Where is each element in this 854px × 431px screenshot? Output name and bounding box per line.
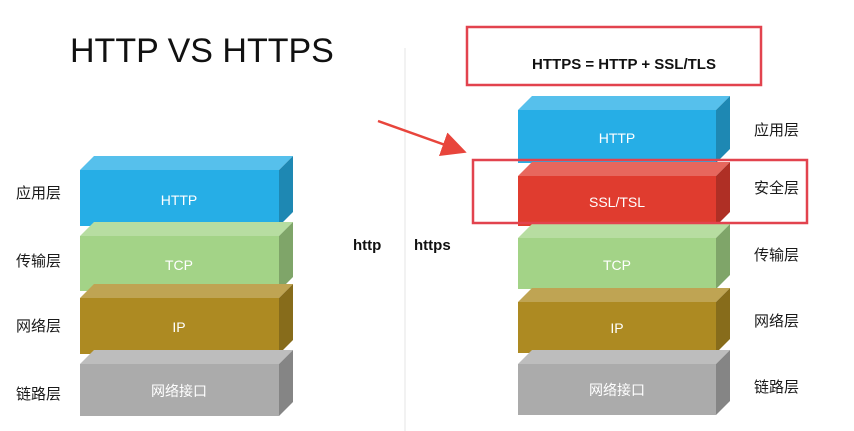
http-layer-tcp-top <box>80 222 293 236</box>
http-layer-ip-label: IP <box>172 319 185 335</box>
formula-highlight-box <box>465 25 763 87</box>
https-layer-ip-side <box>716 288 730 353</box>
https-layer-tcp-top <box>518 224 730 238</box>
http-layer-tcp-label: TCP <box>165 257 193 273</box>
http-layer-network-interface: 网络接口 <box>80 350 293 416</box>
security-layer-highlight-box <box>471 158 809 225</box>
https-side-label-transport: 传输层 <box>754 247 799 264</box>
http-layer-http-top <box>80 156 293 170</box>
https-layer-tcp-side <box>716 224 730 289</box>
https-layer-ip-front <box>518 302 716 353</box>
https-layer-http-label: HTTP <box>599 130 636 146</box>
http-stack: HTTP TCP IP 网络接口 <box>80 156 293 416</box>
http-layer-http-label: HTTP <box>161 192 198 208</box>
https-layer-ssl-top <box>518 162 730 176</box>
https-layer-ip: IP <box>518 288 730 353</box>
https-layer-network-interface-label: 网络接口 <box>589 382 645 398</box>
http-layer-ip-top <box>80 284 293 298</box>
http-layer-network-interface-side <box>279 350 293 416</box>
page-title: HTTP VS HTTPS <box>70 32 334 70</box>
http-layer-ip: IP <box>80 284 293 354</box>
http-layer-network-interface-label: 网络接口 <box>151 383 207 399</box>
https-layer-ip-label: IP <box>610 320 623 336</box>
http-side-label-network: 网络层 <box>16 318 61 335</box>
http-layer-ip-front <box>80 298 279 354</box>
https-side-label-application: 应用层 <box>754 121 799 139</box>
https-layer-network-interface: 网络接口 <box>518 350 730 415</box>
http-layer-tcp-side <box>279 222 293 291</box>
https-side-label-network: 网络层 <box>754 313 799 330</box>
http-layer-tcp-front <box>80 236 279 291</box>
https-layer-http-side <box>716 96 730 163</box>
https-layer-network-interface-top <box>518 350 730 364</box>
http-layer-http-front <box>80 170 279 226</box>
https-layer-ip-top <box>518 288 730 302</box>
http-layer-http: HTTP <box>80 156 293 226</box>
https-layer-http: HTTP <box>518 96 730 163</box>
https-layer-network-interface-front <box>518 364 716 415</box>
https-layer-http-top <box>518 96 730 110</box>
https-stack-caption: https <box>414 237 451 254</box>
http-side-label-transport: 传输层 <box>16 253 61 270</box>
http-side-label-application: 应用层 <box>16 184 61 202</box>
http-layer-ip-side <box>279 284 293 354</box>
http-layer-network-interface-top <box>80 350 293 364</box>
http-layer-network-interface-front <box>80 364 279 416</box>
pointer-arrow <box>377 119 467 157</box>
https-stack: HTTP SSL/TSL TCP IP 网络接口 <box>518 96 730 415</box>
https-layer-ssl-label: SSL/TSL <box>589 194 645 210</box>
https-layer-ssl: SSL/TSL <box>518 162 730 226</box>
https-side-label-link: 链路层 <box>754 379 799 396</box>
http-layer-tcp: TCP <box>80 222 293 291</box>
https-layer-http-front <box>518 110 716 163</box>
https-formula: HTTPS = HTTP + SSL/TLS <box>532 56 716 73</box>
http-stack-caption: http <box>353 237 381 254</box>
http-side-label-link: 链路层 <box>16 386 61 403</box>
https-layer-network-interface-side <box>716 350 730 415</box>
https-layer-tcp-front <box>518 238 716 289</box>
https-layer-tcp-label: TCP <box>603 257 631 273</box>
https-layer-ssl-front <box>518 176 716 226</box>
http-layer-http-side <box>279 156 293 226</box>
https-layer-tcp: TCP <box>518 224 730 289</box>
https-layer-ssl-side <box>716 162 730 226</box>
https-side-label-security: 安全层 <box>754 179 799 197</box>
